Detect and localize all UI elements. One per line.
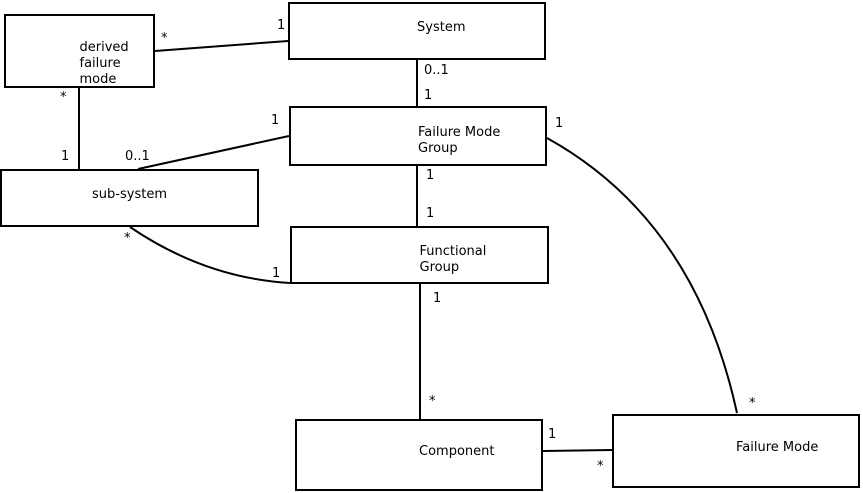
multiplicity-label: 1 bbox=[426, 206, 435, 221]
node-label: Component bbox=[419, 444, 495, 459]
multiplicity-label: 1 bbox=[548, 427, 557, 442]
node-functional-group: Functional Group bbox=[290, 226, 549, 284]
multiplicity-label: 1 bbox=[424, 88, 433, 103]
multiplicity-label: * bbox=[124, 231, 131, 246]
multiplicity-label: 1 bbox=[426, 168, 435, 183]
multiplicity-label: * bbox=[597, 459, 604, 474]
node-label: Failure Mode bbox=[736, 440, 819, 455]
node-failure-mode: Failure Mode bbox=[612, 414, 860, 488]
node-sub-system: sub-system bbox=[0, 169, 259, 227]
multiplicity-label: * bbox=[60, 90, 67, 105]
multiplicity-label: 1 bbox=[61, 149, 70, 164]
multiplicity-label: * bbox=[161, 31, 168, 46]
node-failure-mode-group: Failure Mode Group bbox=[289, 106, 547, 166]
node-label: Functional Group bbox=[419, 244, 487, 275]
edge-system-to-derived-failure-mode bbox=[154, 40, 289, 52]
node-label: Failure Mode Group bbox=[418, 125, 501, 156]
node-component: Component bbox=[295, 419, 543, 491]
edge-failure-mode-group-to-failure-mode bbox=[546, 137, 738, 414]
multiplicity-label: 0..1 bbox=[424, 63, 449, 78]
multiplicity-label: 1 bbox=[555, 116, 564, 131]
multiplicity-label: 1 bbox=[433, 291, 442, 306]
multiplicity-label: 1 bbox=[277, 18, 286, 33]
edge-failure-mode-group-to-sub-system bbox=[137, 135, 290, 170]
node-label: derived failure mode bbox=[79, 40, 129, 87]
node-label: System bbox=[417, 20, 466, 35]
node-system: System bbox=[288, 2, 546, 60]
multiplicity-label: 0..1 bbox=[125, 149, 150, 164]
edge-component-to-failure-mode bbox=[542, 449, 613, 452]
node-label: sub-system bbox=[92, 187, 167, 202]
multiplicity-label: 1 bbox=[271, 113, 280, 128]
edge-sub-system-to-functional-group bbox=[129, 226, 291, 284]
multiplicity-label: * bbox=[429, 394, 436, 409]
node-derived-failure-mode: derived failure mode bbox=[4, 14, 155, 88]
multiplicity-label: 1 bbox=[272, 266, 281, 281]
multiplicity-label: * bbox=[749, 396, 756, 411]
